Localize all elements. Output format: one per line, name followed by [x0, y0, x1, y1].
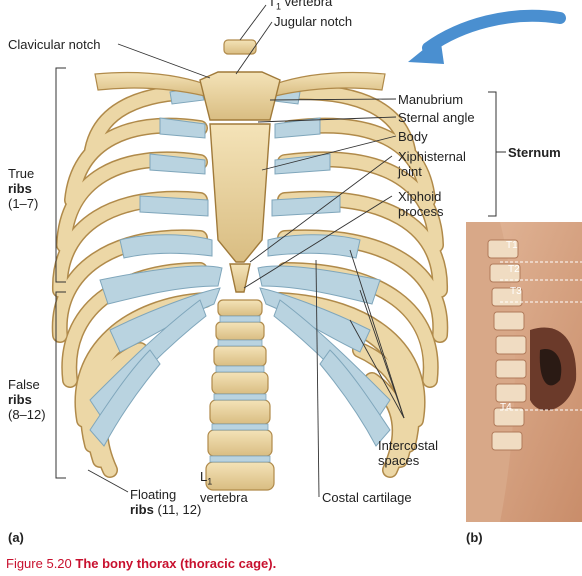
t1-vertebra-top-label: T1 vertebra [268, 0, 333, 12]
figure-caption: Figure 5.20 The bony thorax (thoracic ca… [6, 556, 276, 571]
leader-lines [87, 4, 405, 498]
sternum-label: Sternum [508, 145, 561, 160]
sternal-angle-label: Sternal angle [398, 110, 475, 125]
photo-label-t3: T3 [510, 286, 522, 297]
orientation-arrow [422, 9, 566, 54]
panel-b-label: (b) [466, 530, 483, 545]
body-label: Body [398, 129, 428, 144]
brackets [55, 67, 506, 479]
photo-label-t4: T4 [500, 402, 512, 413]
costal-cartilage-label: Costal cartilage [322, 490, 412, 505]
panel-a-label: (a) [8, 530, 24, 545]
false-ribs-bracket [55, 291, 66, 479]
manubrium-label: Manubrium [398, 92, 464, 107]
photo-label-t2: T2 [508, 264, 520, 275]
vertebral-discs [209, 315, 271, 463]
xiphoid [229, 263, 251, 293]
manubrium [199, 71, 281, 121]
true-ribs-bracket [55, 67, 66, 283]
jugular-notch-label: Jugular notch [274, 14, 353, 29]
sternum-bracket [488, 91, 497, 217]
figure-number: Figure 5.20 [6, 556, 72, 571]
orientation-arrow-head [408, 36, 444, 64]
thorax-photo [466, 222, 582, 522]
costal-cartilages [89, 85, 391, 447]
clavicles [94, 71, 386, 97]
sternum [199, 71, 281, 293]
vertebral-column [205, 39, 275, 491]
clavicular-notch-label: Clavicular notch [8, 37, 101, 52]
photo-label-t1: T1 [506, 240, 518, 251]
figure-title: The bony thorax (thoracic cage). [75, 556, 277, 571]
sternal-body [209, 123, 271, 263]
